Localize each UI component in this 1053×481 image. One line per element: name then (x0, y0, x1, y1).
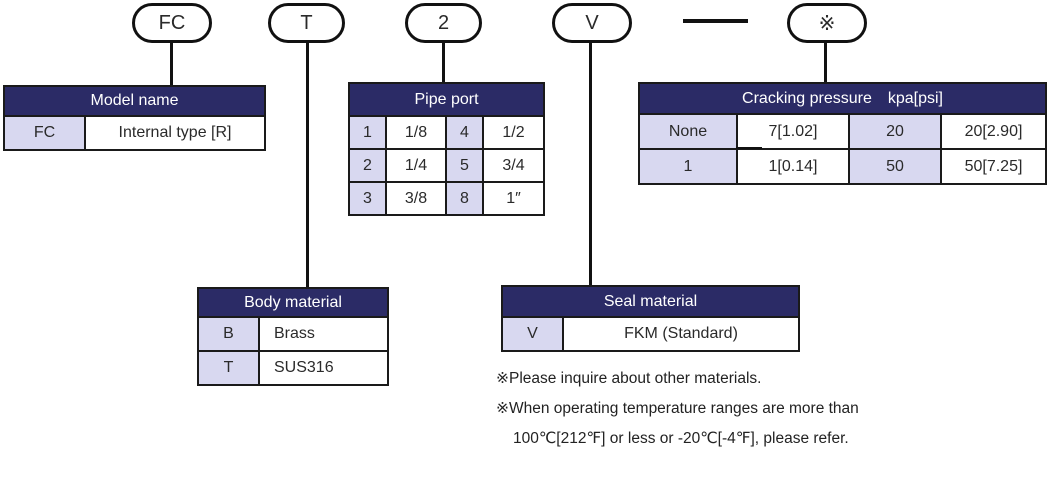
body-material-code-cell: B (197, 316, 260, 352)
body-material-value-cell: SUS316 (257, 350, 390, 386)
table-row: None 7[1.02] 20 20[2.90] (638, 113, 1048, 150)
cracking-value-cell: 20[2.90] (939, 113, 1048, 150)
pipe-port-table: Pipe port 1 1/8 4 1/2 2 1/4 5 3/4 3 3/8 … (347, 82, 546, 216)
code-bubble-seal-material: V (552, 3, 632, 43)
pipe-port-value-cell: 1/4 (385, 148, 447, 183)
seal-material-code-cell: V (501, 316, 564, 352)
code-bubble-pipe-port: 2 (405, 3, 482, 43)
code-bubble-cracking-pressure: ※ (787, 3, 867, 43)
pipe-port-table-title: Pipe port (347, 82, 546, 117)
pipe-port-code-cell: 3 (348, 181, 387, 216)
stray-mark (736, 147, 762, 149)
cracking-value-cell: 1[0.14] (736, 148, 850, 185)
pipe-port-value-cell: 3/4 (481, 148, 546, 183)
body-material-value-cell: Brass (257, 316, 390, 352)
body-material-code-cell: T (197, 350, 260, 386)
cracking-code-cell: 1 (638, 148, 738, 185)
cracking-code-cell: 20 (848, 113, 942, 150)
cracking-pressure-table-title: Cracking pressure kpa[psi] (637, 82, 1048, 115)
table-row: 1 1/8 4 1/2 (348, 115, 546, 150)
pipe-port-value-cell: 1″ (481, 181, 546, 216)
code-bubble-model: FC (132, 3, 212, 43)
code-bubble-body-material: T (268, 3, 345, 43)
table-row: B Brass (197, 316, 390, 352)
pipe-port-value-cell: 1/8 (385, 115, 447, 150)
seal-material-value-cell: FKM (Standard) (562, 316, 800, 352)
table-row: FC Internal type [R] (3, 115, 267, 151)
code-bubble-body-material-label: T (300, 11, 313, 34)
connector-line-seal-material (589, 43, 592, 285)
body-material-table: Body material B Brass T SUS316 (196, 287, 390, 386)
connector-line-cracking-pressure (824, 43, 827, 82)
model-value-cell: Internal type [R] (83, 115, 267, 151)
cracking-value-cell: 7[1.02] (736, 113, 850, 150)
cracking-value-cell: 50[7.25] (939, 148, 1048, 185)
connector-line-model (170, 43, 173, 85)
connector-line-pipe-port (442, 43, 445, 82)
connector-line-body-material (306, 43, 309, 287)
table-row: 3 3/8 8 1″ (348, 181, 546, 216)
footnote-line: 100℃[212℉] or less or -20℃[-4℉], please … (513, 430, 849, 447)
model-name-table: Model name FC Internal type [R] (2, 85, 267, 151)
seal-material-table-title: Seal material (501, 285, 800, 318)
pipe-port-code-cell: 8 (445, 181, 484, 216)
pipe-port-code-cell: 5 (445, 148, 484, 183)
separator-dash-icon (683, 19, 748, 23)
code-bubble-model-label: FC (158, 11, 186, 34)
cracking-code-cell: 50 (848, 148, 942, 185)
table-row: 2 1/4 5 3/4 (348, 148, 546, 183)
pipe-port-value-cell: 3/8 (385, 181, 447, 216)
table-row: V FKM (Standard) (501, 316, 800, 352)
pipe-port-value-cell: 1/2 (481, 115, 546, 150)
footnote-line: ※Please inquire about other materials. (496, 370, 762, 387)
pipe-port-code-cell: 2 (348, 148, 387, 183)
model-code-cell: FC (3, 115, 86, 151)
footnotes: ※Please inquire about other materials. ※… (496, 364, 859, 454)
footnote-line: ※When operating temperature ranges are m… (496, 400, 859, 417)
cracking-pressure-table: Cracking pressure kpa[psi] None 7[1.02] … (637, 82, 1048, 185)
table-row: T SUS316 (197, 350, 390, 386)
pipe-port-code-cell: 4 (445, 115, 484, 150)
table-row: 1 1[0.14] 50 50[7.25] (638, 148, 1048, 185)
model-name-table-title: Model name (2, 85, 267, 117)
code-bubble-pipe-port-label: 2 (437, 11, 450, 34)
seal-material-table: Seal material V FKM (Standard) (501, 285, 800, 352)
pipe-port-code-cell: 1 (348, 115, 387, 150)
reference-mark-icon: ※ (818, 12, 836, 35)
body-material-table-title: Body material (196, 287, 390, 318)
code-bubble-seal-material-label: V (585, 11, 599, 34)
cracking-code-cell: None (638, 113, 738, 150)
